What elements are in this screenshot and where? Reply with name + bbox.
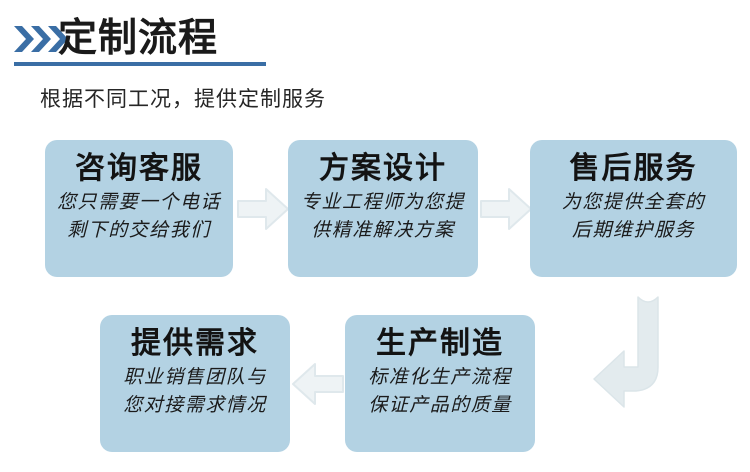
arrow-right-icon bbox=[236, 186, 290, 232]
page-subtitle: 根据不同工况，提供定制服务 bbox=[40, 87, 326, 111]
title-underline-rule bbox=[14, 62, 266, 66]
bent-arrow-down-left-icon bbox=[592, 295, 690, 433]
flow-step-title: 提供需求 bbox=[131, 326, 259, 361]
flow-step-line: 您只需要一个电话 bbox=[56, 191, 221, 213]
flow-step-title: 售后服务 bbox=[569, 151, 698, 186]
flow-step-line: 保证产品的质量 bbox=[368, 394, 512, 416]
flow-step-card-3[interactable]: 售后服务 为您提供全套的 后期维护服务 bbox=[530, 140, 737, 277]
flow-step-line: 为您提供全套的 bbox=[561, 191, 706, 213]
flow-step-line: 职业销售团队与 bbox=[123, 366, 267, 388]
arrow-right-icon bbox=[479, 186, 533, 232]
flow-step-line: 专业工程师为您提 bbox=[300, 191, 465, 213]
flow-step-card-1[interactable]: 咨询客服 您只需要一个电话 剩下的交给我们 bbox=[45, 140, 233, 277]
flow-step-line: 剩下的交给我们 bbox=[67, 219, 211, 241]
flow-step-card-5[interactable]: 生产制造 标准化生产流程 保证产品的质量 bbox=[345, 315, 535, 452]
flow-step-title: 咨询客服 bbox=[75, 151, 203, 186]
flow-step-line: 后期维护服务 bbox=[571, 219, 695, 241]
triple-chevron-icon bbox=[13, 24, 71, 54]
flow-step-title: 生产制造 bbox=[376, 326, 504, 361]
header: 定制流程 根据不同工况，提供定制服务 bbox=[0, 0, 750, 111]
page-title: 定制流程 bbox=[58, 16, 219, 61]
flow-step-title: 方案设计 bbox=[319, 151, 447, 186]
flow-step-line: 标准化生产流程 bbox=[368, 366, 512, 388]
arrow-left-icon bbox=[291, 361, 345, 407]
flow-step-card-2[interactable]: 方案设计 专业工程师为您提 供精准解决方案 bbox=[288, 140, 478, 277]
flow-step-line: 您对接需求情况 bbox=[123, 394, 267, 416]
flow-step-card-4[interactable]: 提供需求 职业销售团队与 您对接需求情况 bbox=[100, 315, 290, 452]
flow-step-line: 供精准解决方案 bbox=[311, 219, 455, 241]
